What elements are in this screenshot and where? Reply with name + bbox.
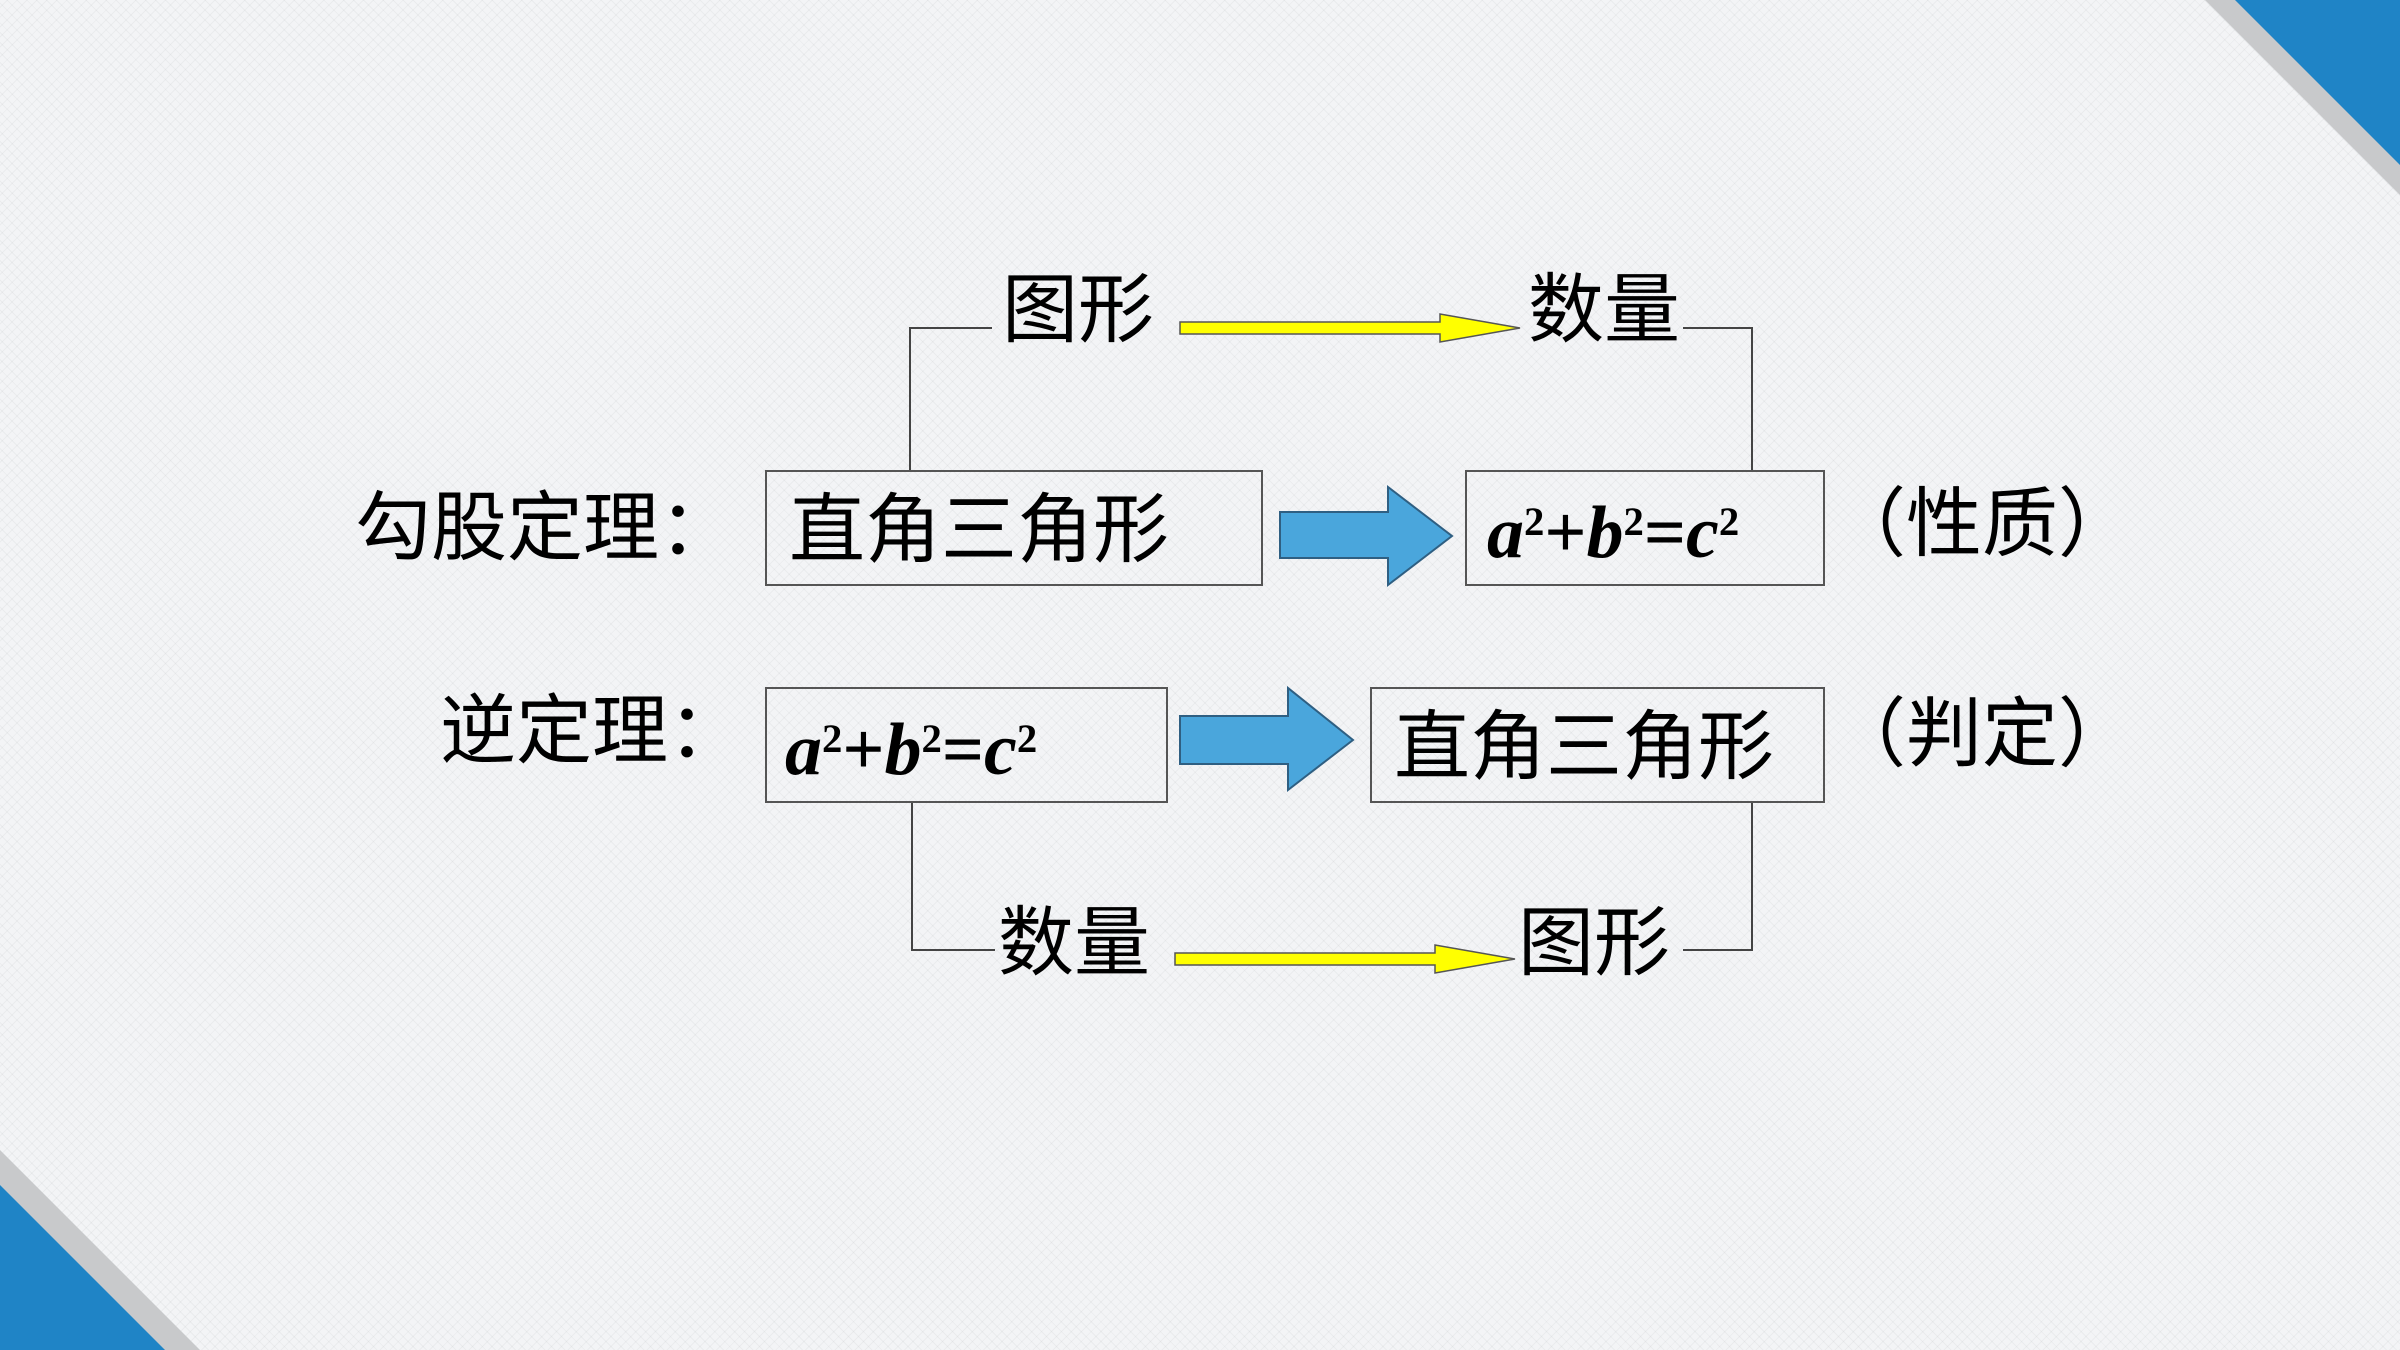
top-right-corner-blue: [2235, 0, 2400, 165]
formula-exp-c: 2: [1718, 498, 1740, 544]
top-left-connector: [909, 327, 992, 470]
converse-box-right: 直角三角形: [1370, 687, 1825, 803]
formula-equals: =: [941, 709, 985, 791]
formula-exp-a: 2: [822, 715, 843, 761]
formula-plus: +: [842, 709, 885, 791]
theorem-formula: a2+b2=c2: [1487, 496, 1739, 570]
formula-c: c: [984, 709, 1017, 791]
top-yellow-arrow: [1179, 313, 1521, 343]
top-right-connector: [1683, 327, 1753, 470]
bottom-yellow-arrow: [1174, 944, 1516, 974]
theorem-box-left-text: 直角三角形: [789, 485, 1169, 574]
formula-plus: +: [1544, 492, 1587, 574]
theorem-box-right: a2+b2=c2: [1465, 470, 1825, 586]
bottom-left-corner-blue: [0, 1185, 165, 1350]
formula-b: b: [884, 709, 922, 791]
formula-exp-b: 2: [1623, 498, 1644, 544]
formula-a: a: [1487, 492, 1524, 574]
theorem-note: （性质）: [1830, 479, 2134, 568]
converse-label: 逆定理：: [440, 686, 744, 775]
converse-box-left: a2+b2=c2: [765, 687, 1168, 803]
converse-box-right-text: 直角三角形: [1394, 702, 1774, 791]
bottom-right-connector: [1683, 803, 1753, 951]
top-left-word: 图形: [1002, 265, 1154, 354]
formula-a: a: [785, 709, 822, 791]
theorem-block-arrow: [1279, 484, 1454, 588]
theorem-box-left: 直角三角形: [765, 470, 1263, 586]
bottom-left-word: 数量: [998, 898, 1150, 987]
converse-formula: a2+b2=c2: [785, 713, 1037, 787]
theorem-label: 勾股定理：: [355, 483, 735, 572]
formula-exp-b: 2: [921, 715, 942, 761]
converse-note: （判定）: [1830, 689, 2134, 778]
bottom-right-word: 图形: [1518, 898, 1670, 987]
bottom-left-connector: [911, 803, 995, 951]
formula-b: b: [1586, 492, 1624, 574]
converse-block-arrow: [1179, 685, 1355, 793]
formula-equals: =: [1643, 492, 1687, 574]
top-right-word: 数量: [1528, 265, 1680, 354]
formula-c: c: [1686, 492, 1719, 574]
formula-exp-a: 2: [1524, 498, 1545, 544]
formula-exp-c: 2: [1016, 715, 1038, 761]
